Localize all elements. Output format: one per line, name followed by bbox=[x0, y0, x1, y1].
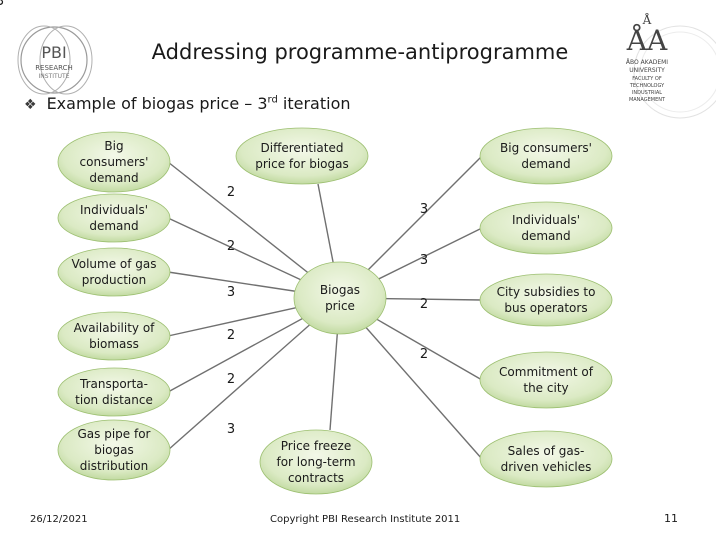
node-label-gas-pipe: Gas pipe for bbox=[78, 427, 151, 441]
pbi-logo: PBI RESEARCH INSTITUTE bbox=[17, 25, 93, 95]
footer-date: 26/12/2021 bbox=[30, 514, 88, 525]
footer-copyright: Copyright PBI Research Institute 2011 bbox=[270, 514, 461, 525]
node-label-transportation-distance: Transporta- bbox=[79, 377, 148, 391]
node-label-individuals-right: Individuals' bbox=[512, 213, 580, 227]
abo-line-3: TECHNOLOGY bbox=[629, 83, 665, 89]
bullet-suffix: iteration bbox=[277, 94, 351, 113]
abo-line-1: UNIVERSITY bbox=[629, 67, 665, 74]
node-ellipse-city-subsidies bbox=[479, 273, 613, 327]
weight-differentiated-price: 3 bbox=[0, 0, 4, 9]
bullet-line: ❖ Example of biogas price – 3rd iteration bbox=[24, 94, 351, 113]
weight-individuals-right: 3 bbox=[420, 253, 428, 268]
node-label-price-freeze: Price freeze bbox=[281, 439, 351, 453]
weight-city-subsidies: 2 bbox=[420, 297, 428, 312]
abo-line-0: ÅBO AKADEMI bbox=[626, 59, 668, 66]
node-label-differentiated-price: Differentiated bbox=[261, 141, 344, 155]
node-label-sales-vehicles: Sales of gas- bbox=[508, 444, 585, 458]
node-commitment-city: Commitment of the city bbox=[479, 351, 613, 409]
page-number: 11 bbox=[664, 512, 678, 525]
weight-volume-of-gas: 3 bbox=[227, 285, 235, 300]
pbi-logo-text: PBI bbox=[41, 43, 66, 62]
node-label-big-consumers-left: consumers' bbox=[80, 155, 149, 169]
abo-akademi-logo: Å ÅA ÅBO AKADEMI UNIVERSITY FACULTY OF T… bbox=[626, 12, 716, 119]
node-label-availability-biomass: biomass bbox=[89, 337, 139, 351]
abo-line-5: MANAGEMENT bbox=[629, 97, 666, 103]
node-label-gas-pipe: biogas bbox=[94, 443, 134, 457]
slide-title: Addressing programme-antiprogramme bbox=[151, 40, 569, 64]
node-label-center: price bbox=[325, 299, 355, 313]
node-ellipse-differentiated-price bbox=[235, 127, 369, 185]
weight-gas-pipe: 3 bbox=[227, 422, 235, 437]
node-ellipse-individuals-right bbox=[479, 201, 613, 255]
node-differentiated-price: Differentiated price for biogas bbox=[235, 127, 369, 185]
node-label-individuals-right: demand bbox=[521, 229, 570, 243]
node-label-transportation-distance: tion distance bbox=[75, 393, 153, 407]
node-ellipse-availability-biomass bbox=[57, 311, 171, 361]
node-ellipse-transportation-distance bbox=[57, 367, 171, 417]
node-label-volume-of-gas: Volume of gas bbox=[71, 257, 156, 271]
node-label-commitment-city: Commitment of bbox=[499, 365, 594, 379]
node-ellipse-commitment-city bbox=[479, 351, 613, 409]
node-ellipse-big-consumers-right bbox=[479, 127, 613, 185]
node-availability-biomass: Availability of biomass bbox=[57, 311, 171, 361]
node-label-gas-pipe: distribution bbox=[80, 459, 148, 473]
weights-layer: 2 2 3 2 2 3 3 3 3 2 2 bbox=[0, 0, 428, 437]
weight-individuals-left: 2 bbox=[227, 239, 235, 254]
node-label-commitment-city: the city bbox=[523, 381, 568, 395]
node-sales-vehicles: Sales of gas-driven vehicles bbox=[479, 430, 613, 488]
node-label-volume-of-gas: production bbox=[82, 273, 146, 287]
svg-text:Å: Å bbox=[642, 12, 652, 27]
node-ellipse-individuals-left bbox=[57, 193, 171, 243]
node-center: Biogas price bbox=[293, 261, 387, 335]
node-label-big-consumers-left: Big bbox=[104, 139, 123, 153]
bullet-sup: rd bbox=[267, 94, 278, 106]
node-city-subsidies: City subsidies to bus operators bbox=[479, 273, 613, 327]
node-label-big-consumers-right: demand bbox=[521, 157, 570, 171]
pbi-logo-sub2: INSTITUTE bbox=[38, 73, 69, 80]
bullet-text: Example of biogas price – 3 bbox=[46, 94, 268, 113]
svg-text:ÅA: ÅA bbox=[626, 24, 668, 57]
abo-line-2: FACULTY OF bbox=[632, 76, 662, 82]
node-label-individuals-left: demand bbox=[89, 219, 138, 233]
node-label-city-subsidies: City subsidies to bbox=[497, 285, 596, 299]
node-big-consumers-left: Big consumers' demand bbox=[57, 131, 171, 193]
node-label-center: Biogas bbox=[320, 283, 360, 297]
weight-availability-biomass: 2 bbox=[227, 328, 235, 343]
node-transportation-distance: Transporta-tion distance bbox=[57, 367, 171, 417]
weight-big-consumers-left: 2 bbox=[227, 185, 235, 200]
abo-line-4: INDUSTRIAL bbox=[632, 90, 662, 96]
node-label-individuals-left: Individuals' bbox=[80, 203, 148, 217]
node-price-freeze: Price freeze for long-term contracts bbox=[259, 429, 373, 495]
node-ellipse-gas-pipe bbox=[57, 419, 171, 481]
node-label-sales-vehicles: driven vehicles bbox=[501, 460, 592, 474]
node-label-city-subsidies: bus operators bbox=[504, 301, 587, 315]
node-label-availability-biomass: Availability of bbox=[74, 321, 156, 335]
node-individuals-left: Individuals' demand bbox=[57, 193, 171, 243]
weight-commitment-city: 2 bbox=[420, 347, 428, 362]
node-gas-pipe: Gas pipe for biogas distribution bbox=[57, 419, 171, 481]
weight-big-consumers-right: 3 bbox=[420, 202, 428, 217]
nodes-layer: Bigconsumers'demandIndividuals'demandVol… bbox=[57, 127, 613, 495]
node-label-big-consumers-right: Big consumers' bbox=[500, 141, 592, 155]
node-individuals-right: Individuals' demand bbox=[479, 201, 613, 255]
node-ellipse-sales-vehicles bbox=[479, 430, 613, 488]
node-ellipse-big-consumers-left bbox=[57, 131, 171, 193]
node-volume-of-gas: Volume of gas production bbox=[57, 247, 171, 297]
weight-transportation-distance: 2 bbox=[227, 372, 235, 387]
node-label-big-consumers-left: demand bbox=[89, 171, 138, 185]
node-ellipse-volume-of-gas bbox=[57, 247, 171, 297]
node-label-differentiated-price: price for biogas bbox=[255, 157, 349, 171]
node-ellipse-price-freeze bbox=[259, 429, 373, 495]
node-label-price-freeze: contracts bbox=[288, 471, 344, 485]
pbi-logo-sub: RESEARCH bbox=[35, 64, 73, 72]
node-ellipse-center bbox=[293, 261, 387, 335]
diamond-bullet-icon: ❖ bbox=[24, 97, 37, 113]
node-big-consumers-right: Big consumers' demand bbox=[479, 127, 613, 185]
node-label-price-freeze: for long-term bbox=[276, 455, 355, 469]
